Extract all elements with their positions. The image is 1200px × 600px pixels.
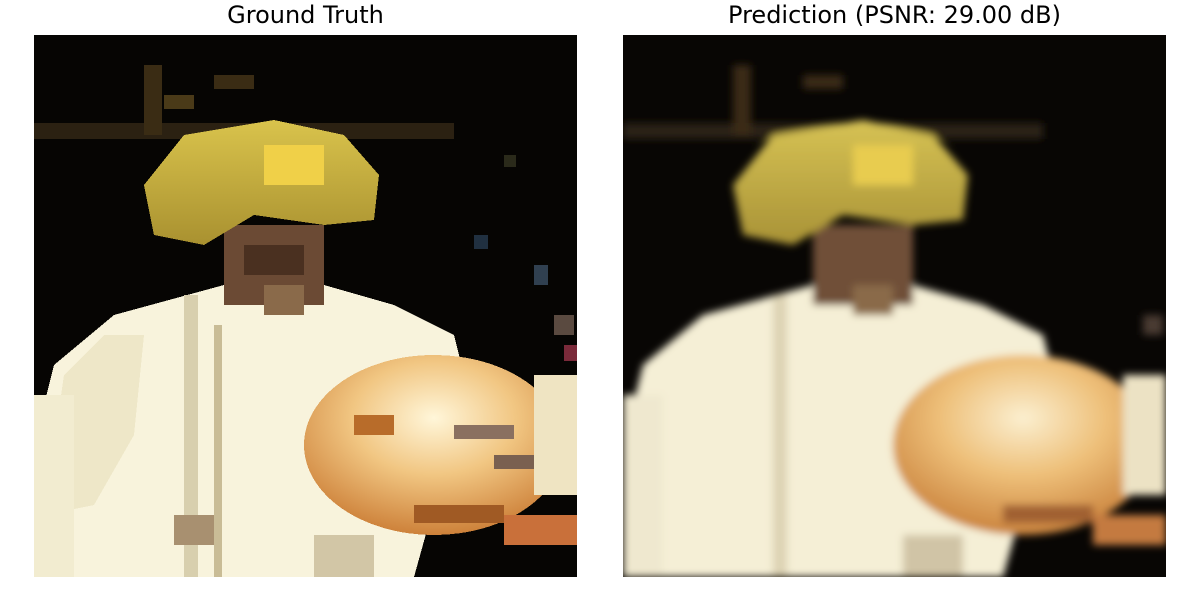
ground-truth-image <box>34 35 577 577</box>
ground-truth-title: Ground Truth <box>227 1 384 29</box>
prediction-title: Prediction (PSNR: 29.00 dB) <box>728 1 1061 29</box>
prediction-image <box>623 35 1166 577</box>
